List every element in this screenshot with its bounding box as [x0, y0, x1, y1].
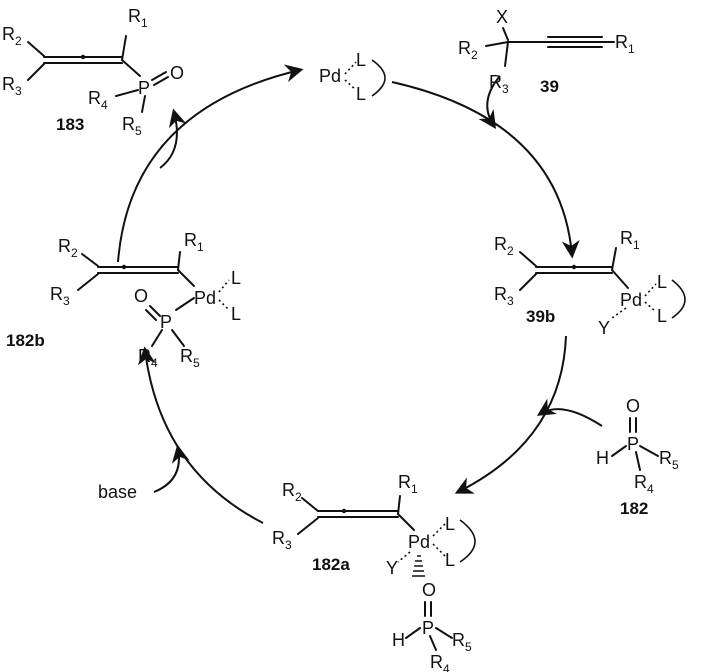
arrow-182-enters [536, 398, 603, 427]
phosphorus-atom: P [160, 312, 172, 332]
ligand-l: L [356, 50, 366, 70]
compound-number: 182 [620, 499, 648, 518]
r4-label: R4 [138, 346, 158, 370]
arc-182a-to-182b [137, 346, 264, 524]
r5-label: R5 [180, 346, 200, 370]
anion-y: Y [386, 558, 398, 578]
r2-label: R2 [494, 234, 514, 258]
arrow-39-enters [478, 75, 501, 129]
arrow-183-leaves [159, 108, 187, 169]
pd-atom: Pd [408, 532, 430, 552]
r5-label: R5 [452, 630, 472, 654]
ligand-l: L [231, 268, 241, 288]
compound-39b: R2 R3 R1 Pd L L Y 39b [494, 228, 686, 338]
r3-label: R3 [2, 74, 22, 98]
r4-label: R4 [88, 88, 108, 112]
r3-label: R3 [489, 72, 509, 96]
ligand-l: L [356, 84, 366, 104]
compound-182b: R2 R3 R1 Pd L L P O R4 R5 182b [6, 230, 241, 370]
hydrogen-atom: H [392, 630, 405, 650]
r1-label: R1 [620, 228, 640, 252]
hydrogen-atom: H [596, 448, 609, 468]
arrow-base [153, 444, 190, 493]
r5-label: R5 [122, 114, 142, 138]
oxygen-atom: O [134, 286, 148, 306]
ligand-l: L [445, 514, 455, 534]
r3-label: R3 [494, 284, 514, 308]
r4-label: R4 [430, 652, 450, 672]
arc-39b-to-182a [454, 335, 567, 494]
phosphorus-atom: P [422, 618, 434, 638]
pd-atom: Pd [620, 290, 642, 310]
oxygen-atom: O [170, 63, 184, 83]
phosphorus-atom: P [627, 434, 639, 454]
pd-atom: Pd [194, 288, 216, 308]
pd-atom: Pd [319, 66, 341, 86]
side-arrows [153, 75, 603, 493]
leaving-group-x: X [496, 7, 508, 27]
base-label: base [98, 482, 137, 502]
phosphorus-atom: P [138, 78, 150, 98]
pd0-complex: Pd L L [319, 50, 386, 104]
oxygen-atom: O [422, 580, 436, 600]
compound-number: 182a [312, 555, 350, 574]
ligand-l: L [657, 272, 667, 292]
compound-183: R2 R3 R1 P O R4 R5 183 [2, 6, 184, 138]
compound-number: 39b [526, 307, 555, 326]
arc-182b-to-pd [117, 64, 304, 263]
r1-label: R1 [398, 472, 418, 496]
r2-label: R2 [458, 38, 478, 62]
compound-number: 182b [6, 331, 45, 350]
ligand-l: L [231, 304, 241, 324]
oxygen-atom: O [626, 396, 640, 416]
r3-label: R3 [272, 528, 292, 552]
ligand-l: L [445, 550, 455, 570]
compound-39: X R2 R3 R1 39 [458, 7, 635, 96]
r1-label: R1 [128, 6, 148, 30]
ligand-l: L [657, 306, 667, 326]
compound-182: O P H R5 R4 182 [596, 396, 679, 518]
r2-label: R2 [282, 480, 302, 504]
compound-number: 183 [56, 115, 84, 134]
r3-label: R3 [50, 284, 70, 308]
r2-label: R2 [2, 24, 22, 48]
r4-label: R4 [634, 472, 654, 496]
anion-y: Y [598, 318, 610, 338]
arc-pd-to-39b [391, 81, 580, 259]
compound-number: 39 [540, 77, 559, 96]
r1-label: R1 [615, 32, 635, 56]
hashed-wedge [412, 555, 425, 577]
r5-label: R5 [659, 448, 679, 472]
compound-182a: R2 R3 R1 Pd L L Y O P H R5 R4 [272, 472, 476, 672]
r1-label: R1 [184, 230, 204, 254]
r2-label: R2 [58, 236, 78, 260]
